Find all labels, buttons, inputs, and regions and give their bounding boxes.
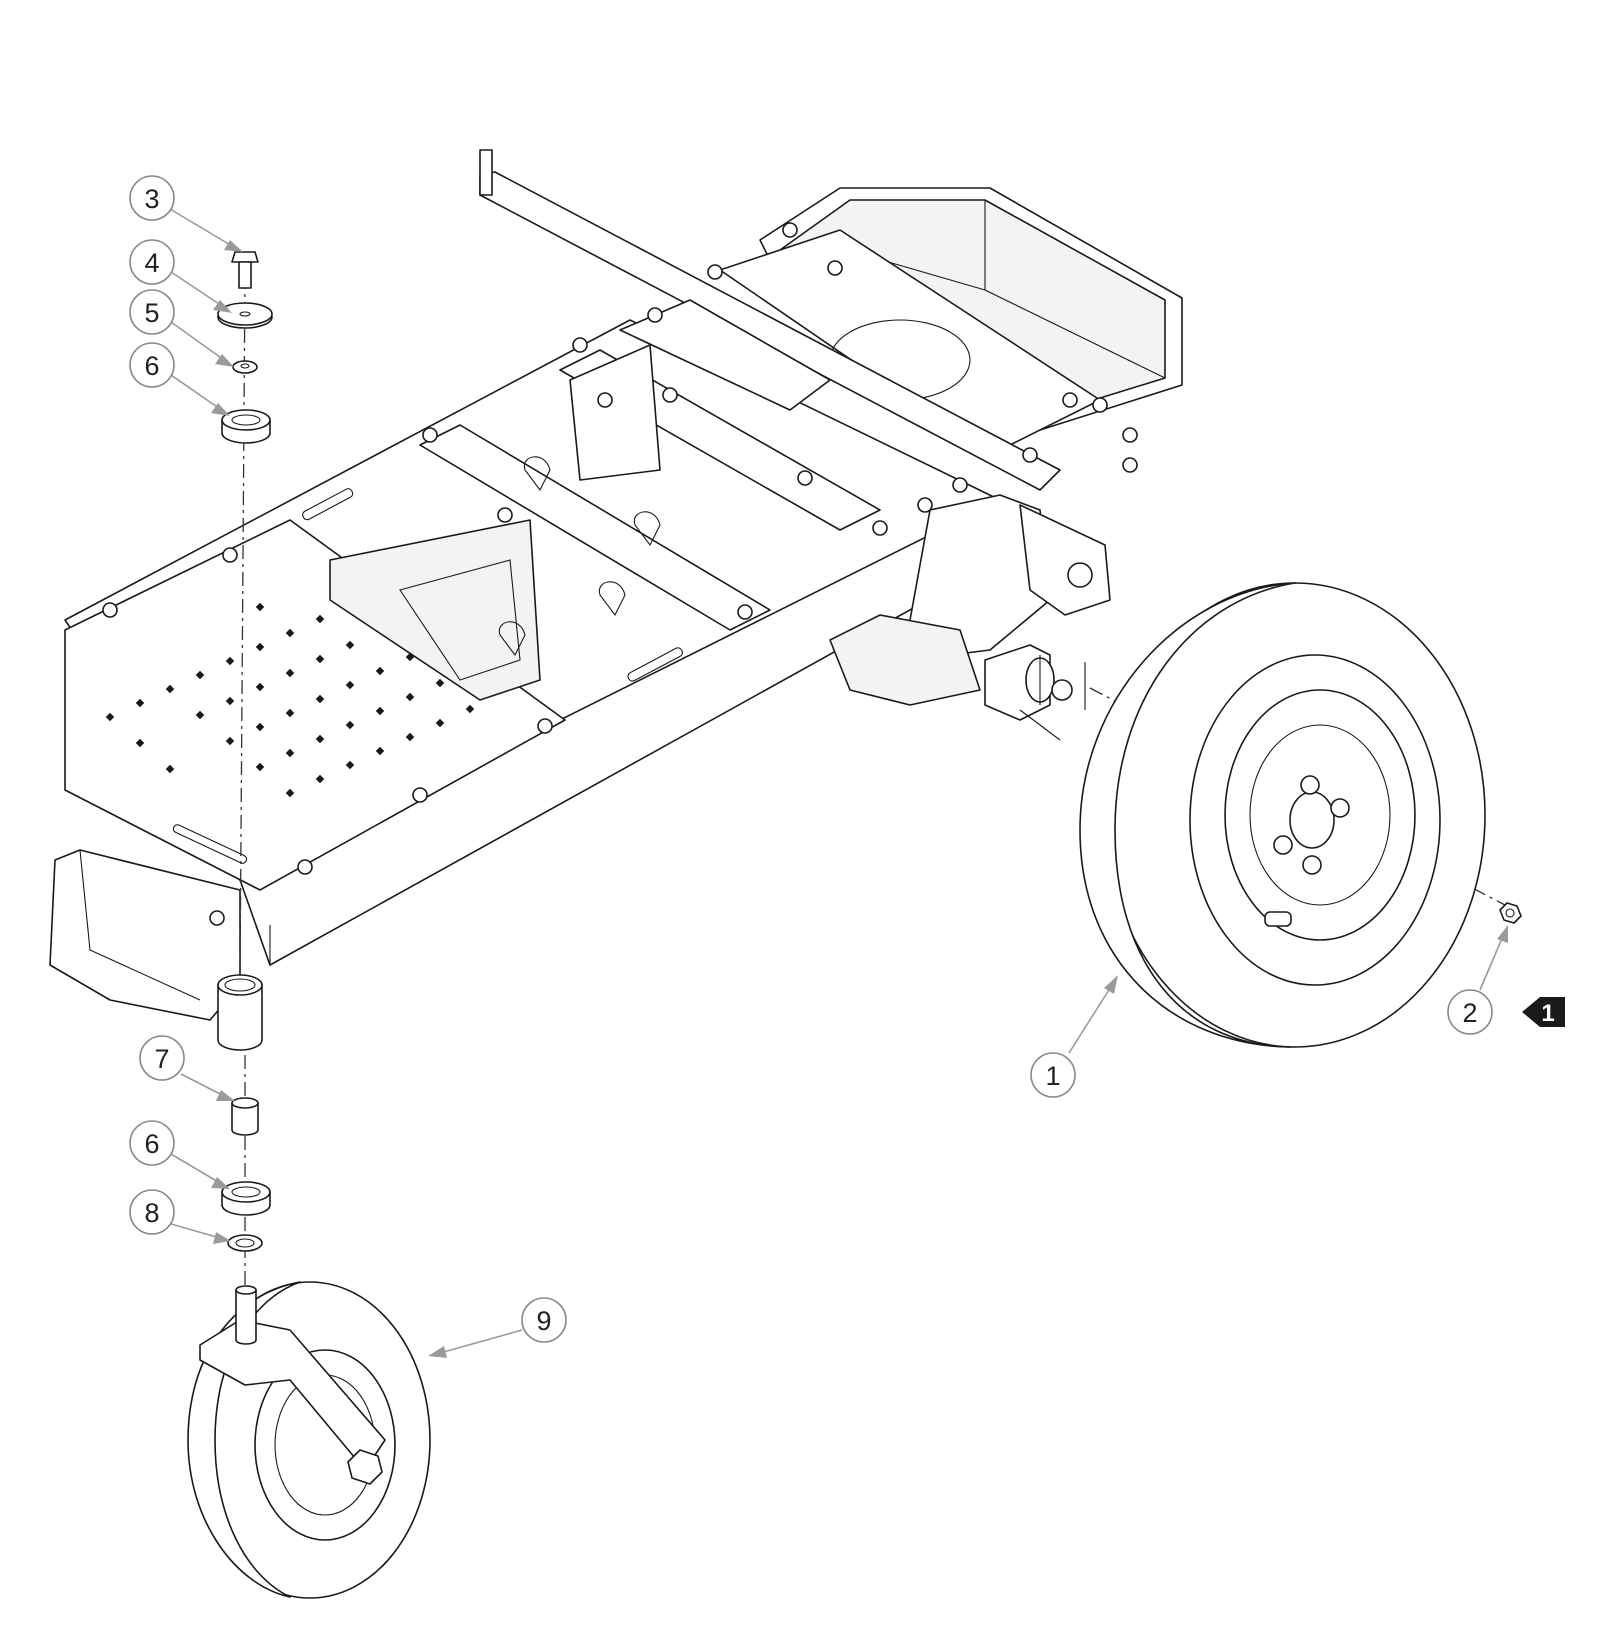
chassis-frame [49, 149, 1183, 1051]
callout-1-label: 1 [1045, 1061, 1060, 1091]
seal-ring [227, 1234, 263, 1252]
callout-3-label: 3 [144, 184, 159, 214]
callout-8: 8 [129, 1189, 175, 1235]
leader-lines [169, 208, 1508, 1358]
callout-6-upper: 6 [129, 342, 175, 388]
callout-5: 5 [129, 289, 175, 335]
callout-6-lower: 6 [129, 1120, 175, 1166]
transmission-assembly [829, 494, 1111, 741]
callout-2: 2 [1447, 989, 1493, 1035]
callout-3: 3 [129, 175, 175, 221]
callout-2-label: 2 [1462, 998, 1477, 1028]
bearing-lower [221, 1181, 271, 1216]
callout-4-label: 4 [144, 248, 159, 278]
callout-9-label: 9 [536, 1306, 551, 1336]
callout-8-label: 8 [144, 1198, 159, 1228]
flat-washer [217, 302, 273, 329]
callout-6-upper-label: 6 [144, 351, 159, 381]
callout-4: 4 [129, 239, 175, 285]
callout-1: 1 [1030, 1052, 1076, 1098]
note-flag-label: 1 [1541, 1000, 1554, 1027]
spacer-tube [231, 1097, 259, 1136]
callout-7: 7 [139, 1035, 185, 1081]
callout-7-label: 7 [154, 1044, 169, 1074]
callout-5-label: 5 [144, 298, 159, 328]
note-flag: 1 [1522, 997, 1565, 1027]
callout-9: 9 [521, 1297, 567, 1343]
bolt [231, 251, 259, 289]
caster-wheel [187, 1281, 431, 1599]
caster-axis-upper [239, 274, 246, 976]
lock-washer [232, 360, 258, 374]
lug-nut [1499, 902, 1522, 924]
rear-wheel [1079, 582, 1486, 1048]
callout-6-lower-label: 6 [144, 1129, 159, 1159]
bearing-upper [221, 409, 271, 444]
